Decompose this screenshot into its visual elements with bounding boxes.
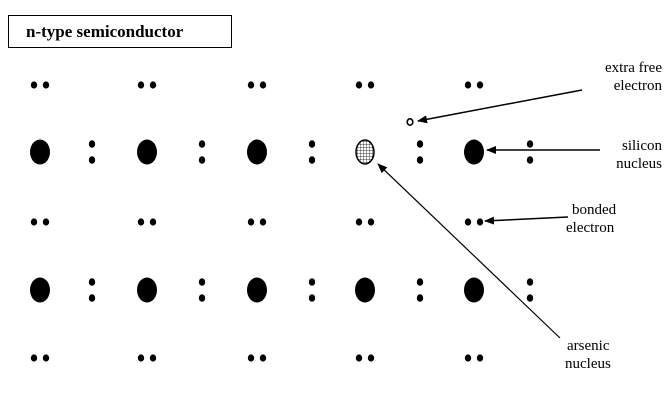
title-box: n-type semiconductor xyxy=(8,15,232,48)
bonded-electron xyxy=(42,81,50,89)
bonded-electron xyxy=(259,81,267,89)
bonded-electron xyxy=(308,278,316,286)
bonded-electron xyxy=(259,354,267,362)
bonded-electron xyxy=(476,218,484,226)
silicon-nucleus xyxy=(464,277,484,303)
bonded-electron xyxy=(149,218,157,226)
bonded-electron xyxy=(198,156,206,164)
label-line: extra free xyxy=(604,60,662,76)
bonded-electron xyxy=(88,278,96,286)
bonded-electron xyxy=(30,354,38,362)
label-extra-free-electron: extra free electron xyxy=(580,59,662,95)
label-line: bonded xyxy=(572,202,617,218)
bonded-electron xyxy=(88,156,96,164)
bonded-electron xyxy=(137,81,145,89)
label-line: electron xyxy=(613,78,662,94)
bonded-electron xyxy=(149,81,157,89)
arsenic-nucleus-arrow xyxy=(377,163,561,339)
silicon-nucleus xyxy=(355,277,375,303)
bonded-electron xyxy=(259,218,267,226)
diagram-title: n-type semiconductor xyxy=(26,22,184,41)
silicon-nucleus xyxy=(464,139,484,165)
bonded-electron xyxy=(367,218,375,226)
bonded-electron xyxy=(30,81,38,89)
silicon-nucleus xyxy=(137,277,157,303)
extra-free-electron-arrow xyxy=(417,89,583,124)
silicon-nucleus xyxy=(30,139,50,165)
bonded-electron xyxy=(137,218,145,226)
bonded-electron xyxy=(367,81,375,89)
label-arsenic-nucleus: arsenic nucleus xyxy=(565,337,627,373)
bonded-electron-arrow xyxy=(484,216,569,225)
arsenic-nucleus xyxy=(355,139,375,165)
bonded-electron xyxy=(247,354,255,362)
silicon-nucleus xyxy=(247,139,267,165)
bonded-electron xyxy=(42,354,50,362)
bonded-electron xyxy=(355,81,363,89)
bonded-electron xyxy=(30,218,38,226)
bonded-electron xyxy=(198,294,206,302)
bonded-electron xyxy=(308,140,316,148)
bonded-electron xyxy=(526,156,534,164)
bonded-electron xyxy=(476,81,484,89)
bonded-electron xyxy=(308,156,316,164)
bonded-electron xyxy=(526,294,534,302)
bonded-electron xyxy=(416,140,424,148)
label-line: electron xyxy=(566,220,615,236)
bonded-electron xyxy=(367,354,375,362)
bonded-electron xyxy=(464,354,472,362)
label-line: silicon xyxy=(622,138,662,154)
bonded-electron xyxy=(42,218,50,226)
bonded-electron xyxy=(476,354,484,362)
bonded-electron xyxy=(355,354,363,362)
bonded-electron xyxy=(308,294,316,302)
bonded-electron xyxy=(88,140,96,148)
bonded-electron xyxy=(247,218,255,226)
bonded-electron xyxy=(247,81,255,89)
bonded-electron xyxy=(416,156,424,164)
bonded-electron xyxy=(416,278,424,286)
bonded-electron xyxy=(416,294,424,302)
label-line: nucleus xyxy=(565,356,611,372)
bonded-electron xyxy=(198,278,206,286)
extra-free-electron xyxy=(406,118,414,127)
bonded-electron xyxy=(526,278,534,286)
bonded-electron xyxy=(149,354,157,362)
bonded-electron xyxy=(88,294,96,302)
silicon-nucleus xyxy=(30,277,50,303)
label-line: nucleus xyxy=(616,156,662,172)
silicon-nucleus xyxy=(247,277,267,303)
bonded-electron xyxy=(198,140,206,148)
bonded-electron xyxy=(355,218,363,226)
label-line: arsenic xyxy=(567,338,610,354)
label-silicon-nucleus: silicon nucleus xyxy=(600,137,662,173)
bonded-electron xyxy=(526,140,534,148)
bonded-electron xyxy=(137,354,145,362)
bonded-electron xyxy=(464,218,472,226)
bonded-electron xyxy=(464,81,472,89)
silicon-nucleus xyxy=(137,139,157,165)
label-bonded-electron: bonded electron xyxy=(566,201,632,237)
